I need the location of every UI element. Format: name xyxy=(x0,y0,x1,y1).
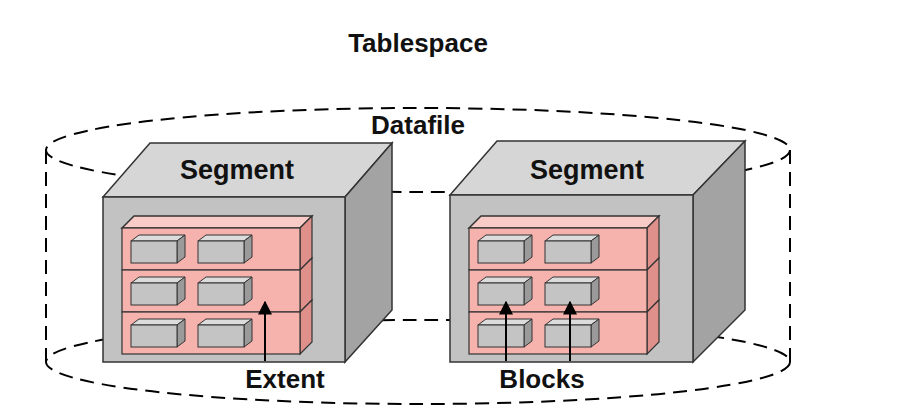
diagram-title: Tablespace xyxy=(348,28,488,59)
datafile-label: Datafile xyxy=(371,110,465,140)
segment-label: Segment xyxy=(180,155,294,185)
segment-box: Segment xyxy=(450,141,745,362)
callout-label: Blocks xyxy=(496,364,587,394)
segment-cube xyxy=(103,143,392,362)
datafile-cylinder xyxy=(46,108,790,404)
leader-arrow xyxy=(265,302,570,361)
segment-label: Segment xyxy=(530,155,644,185)
datafile-cylinder: DatafileSegment Segment xyxy=(47,108,790,405)
callout-label: Extent xyxy=(242,364,327,394)
segment-box: Segment xyxy=(103,143,392,362)
segment-cube xyxy=(450,141,745,362)
